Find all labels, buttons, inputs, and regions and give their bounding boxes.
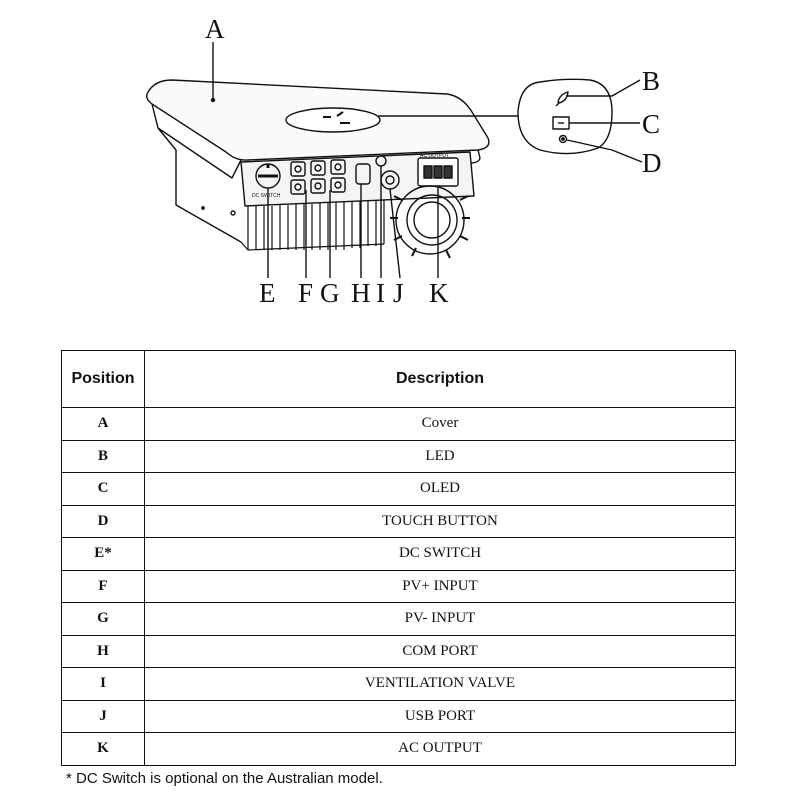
com-port	[355, 163, 371, 185]
position-cell: H	[61, 634, 145, 668]
display-window	[285, 107, 381, 133]
callout-e: E	[259, 278, 276, 308]
description-cell: TOUCH BUTTON	[144, 504, 736, 538]
position-cell: A	[61, 407, 145, 441]
heat-sink	[240, 200, 385, 251]
position-cell: B	[61, 439, 145, 473]
description-cell: COM PORT	[144, 634, 736, 668]
callout-k: K	[429, 278, 449, 308]
header-position: Position	[61, 350, 145, 408]
cover-side	[151, 103, 242, 179]
description-cell: USB PORT	[144, 699, 736, 733]
position-cell: J	[61, 699, 145, 733]
pv-connectors	[290, 159, 346, 195]
position-cell: F	[61, 569, 145, 603]
table-row: E*DC SWITCH	[61, 537, 736, 571]
callout-c: C	[642, 109, 660, 139]
position-cell: D	[61, 504, 145, 538]
callout-f: F	[298, 278, 313, 308]
footnote: * DC Switch is optional on the Australia…	[66, 770, 383, 787]
cooling-fan	[390, 185, 470, 259]
description-cell: PV+ INPUT	[144, 569, 736, 603]
position-cell: I	[61, 667, 145, 701]
header-description: Description	[144, 350, 736, 408]
callout-g: G	[320, 278, 340, 308]
position-cell: E*	[61, 537, 145, 571]
description-cell: Cover	[144, 407, 736, 441]
callout-h: H	[351, 278, 371, 308]
callout-i: I	[376, 278, 385, 308]
callout-a: A	[205, 14, 225, 44]
callout-d: D	[642, 148, 662, 178]
description-cell: DC SWITCH	[144, 537, 736, 571]
svg-text:AC OUTPUT: AC OUTPUT	[420, 153, 449, 159]
touch-button	[558, 134, 568, 144]
callout-j: J	[393, 278, 404, 308]
description-cell: PV- INPUT	[144, 602, 736, 636]
svg-text:DC SWITCH: DC SWITCH	[252, 193, 281, 199]
inverter-diagram: DC SWITCH AC OUTPUT	[145, 14, 662, 308]
description-cell: OLED	[144, 472, 736, 506]
description-cell: LED	[144, 439, 736, 473]
front-panel	[240, 151, 475, 207]
led-icon	[555, 91, 569, 107]
callout-b: B	[642, 66, 660, 96]
description-cell: AC OUTPUT	[144, 732, 736, 766]
position-cell: C	[61, 472, 145, 506]
table-header-row: Position Description	[61, 350, 736, 408]
position-cell: K	[61, 732, 145, 766]
description-cell: VENTILATION VALVE	[144, 667, 736, 701]
position-cell: G	[61, 602, 145, 636]
